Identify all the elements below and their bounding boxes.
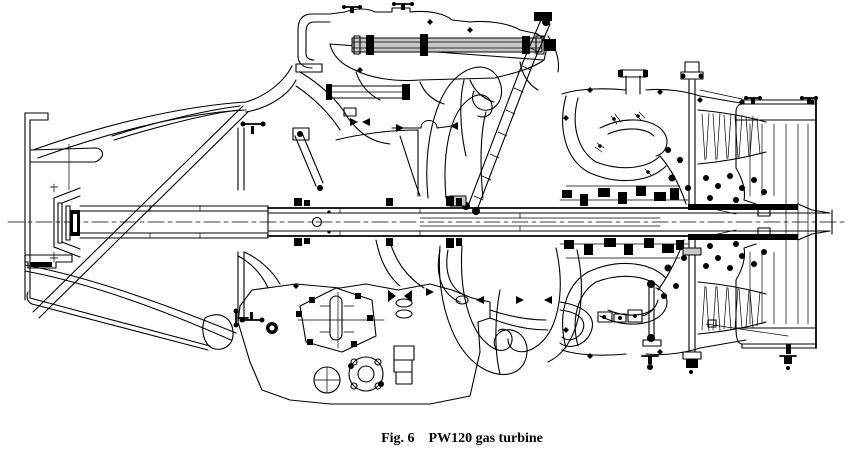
bolt-exhaust-top-1 [744,96,762,104]
bolt-top-1 [342,5,362,13]
accessory-gearbox-top [296,2,559,104]
gearbox-pentagon-boss [296,288,384,352]
turbine-section [698,110,788,336]
propeller-shaft-flange [50,184,80,262]
bolt-top-2 [392,2,414,10]
figure-caption: Fig. 6 PW120 gas turbine [34,431,856,447]
tie-rod [681,62,704,374]
main-shaft [268,186,832,258]
case-bolts [293,19,815,359]
intake-duct-upper [392,67,502,198]
oil-pipes [490,280,661,346]
gearbox-flange-circle-b [314,367,340,393]
combustor-upper [562,70,746,204]
shaft-dense-detail-lower [560,238,688,258]
bolt-combustor-foot [642,356,658,370]
bolt-exhaust-top-2 [800,96,818,104]
bolt-top-front-case [240,121,266,134]
accessory-gearbox-bottom [233,284,491,404]
compressor-front-case [293,72,420,196]
propeller-shaft [80,206,268,238]
figure-caption-label: Fig. 6 [381,431,415,446]
gearbox-flange-circle-a [348,357,384,391]
bolt-exhaust-foot [780,344,796,370]
reduction-gearbox [25,66,296,350]
figure-caption-title: PW120 gas turbine [428,431,543,446]
bolt-gearbox-left [233,308,249,328]
accessory-idler-shaft [326,84,410,100]
accessory-drive-shaft [352,34,556,56]
shaft-dense-detail-upper [560,186,688,206]
exhaust-case [736,96,818,370]
